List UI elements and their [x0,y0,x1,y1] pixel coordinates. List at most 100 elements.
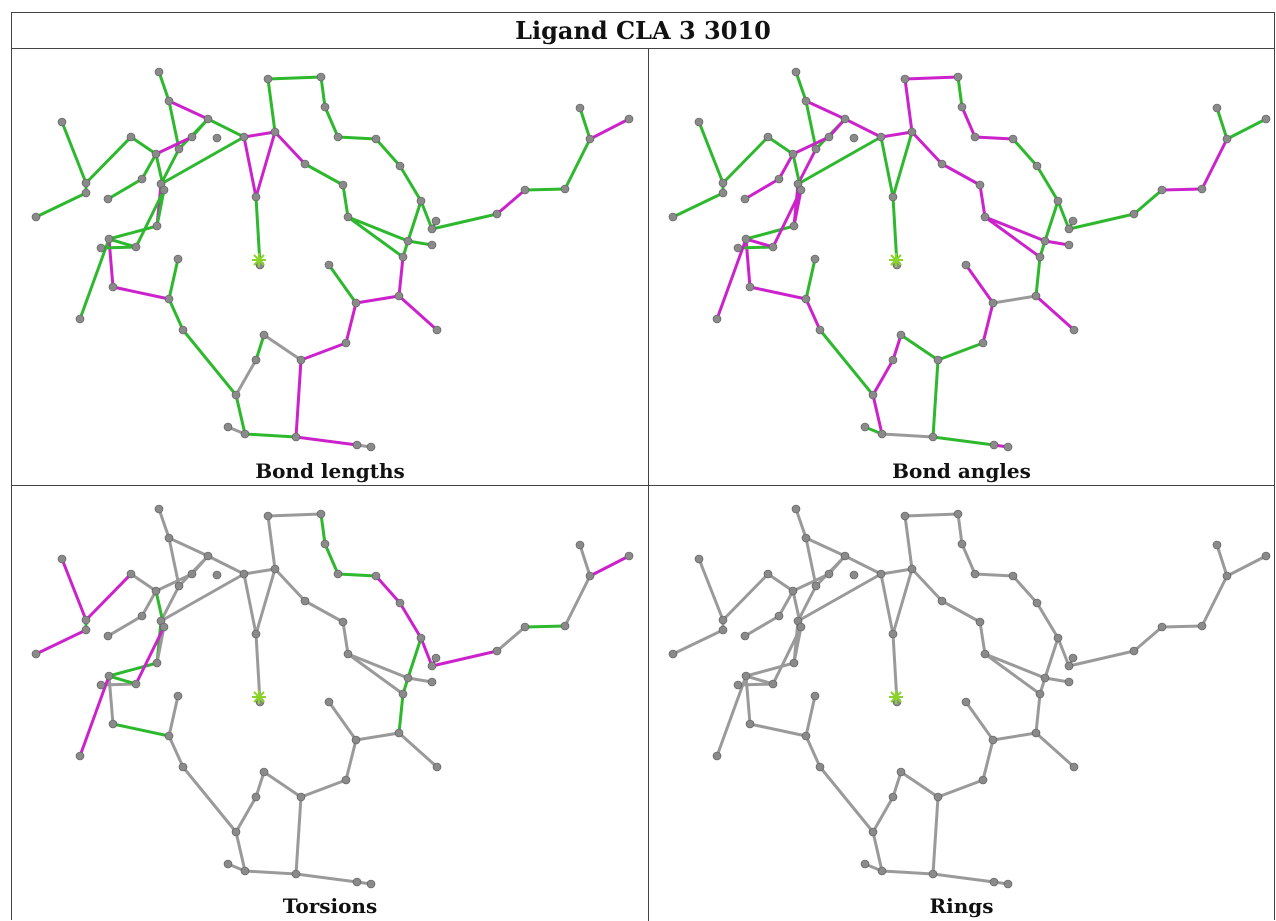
bond [374,137,402,168]
atom [907,127,917,137]
atom [164,533,174,543]
bond [1043,199,1060,243]
bond [804,536,847,558]
bond [697,120,725,185]
bond [254,770,266,799]
atom [398,252,408,262]
atom [1035,689,1045,699]
atom [877,866,887,876]
atom [154,67,164,77]
bond [766,572,795,593]
bond [791,572,831,593]
atom [81,178,91,188]
atom [718,178,728,188]
atom [585,571,595,581]
atom [351,735,361,745]
atom [1003,442,1013,452]
bond [879,135,895,199]
bond [346,215,405,259]
bond [796,147,818,186]
bond [336,572,378,578]
bond [563,137,592,191]
bond [181,765,238,834]
atom [164,96,174,106]
bond [397,731,439,769]
atom [126,569,136,579]
atom [849,570,859,580]
panel-rings: Rings [649,486,1274,921]
atom [520,185,530,195]
bond [1043,636,1060,680]
atom [341,338,351,348]
atom [173,691,183,701]
bond [134,188,166,249]
caption-bond-angles: Bond angles [892,459,1031,483]
atom [1064,661,1074,671]
atom [300,159,310,169]
ligand-title: Ligand CLA 3 3010 [12,13,1274,49]
bond [891,770,903,799]
bond [563,574,592,628]
atom [403,673,413,683]
atom [1032,598,1042,608]
atom [810,254,820,264]
atom [1053,633,1063,643]
atom [953,509,963,519]
bond [744,661,796,678]
bond [34,191,88,219]
bond [792,188,803,228]
atom [1222,571,1232,581]
atom [296,792,306,802]
atom [151,586,161,596]
bond [804,734,822,769]
bond [397,255,405,298]
bond [299,341,348,362]
atom [108,719,118,729]
atom [203,114,213,124]
bond [294,358,303,439]
atom [270,127,280,137]
bond [107,224,159,241]
bond [715,674,748,758]
atom [741,671,751,681]
atom [395,161,405,171]
bond [880,432,935,439]
atom [668,649,678,659]
bond [777,589,795,618]
bond [155,188,166,228]
atom [333,569,343,579]
caption-bond-lengths: Bond lengths [255,459,405,483]
bond [843,554,883,576]
bond [991,294,1038,305]
bond [346,215,410,243]
bond [78,237,111,321]
atom [1069,325,1079,335]
atom [108,282,118,292]
atom [796,185,806,195]
atom [791,67,801,77]
bond [495,188,527,216]
atom [1261,551,1271,561]
bond [1034,731,1076,769]
atom [31,649,41,659]
bond [60,557,88,622]
bond [794,70,808,103]
atom [427,240,437,250]
atom [849,133,859,143]
atom [733,243,743,253]
atom [970,569,980,579]
bond [983,215,1042,259]
atom [240,866,250,876]
molecule-view-torsions [31,504,634,889]
bond [871,830,884,873]
bond [344,738,358,782]
bond [107,674,138,686]
atom [240,429,250,439]
atom [427,677,437,687]
atom [324,697,334,707]
atom [900,74,910,84]
bond [578,106,592,141]
atom [427,224,437,234]
bond [879,572,895,636]
atom [324,260,334,270]
